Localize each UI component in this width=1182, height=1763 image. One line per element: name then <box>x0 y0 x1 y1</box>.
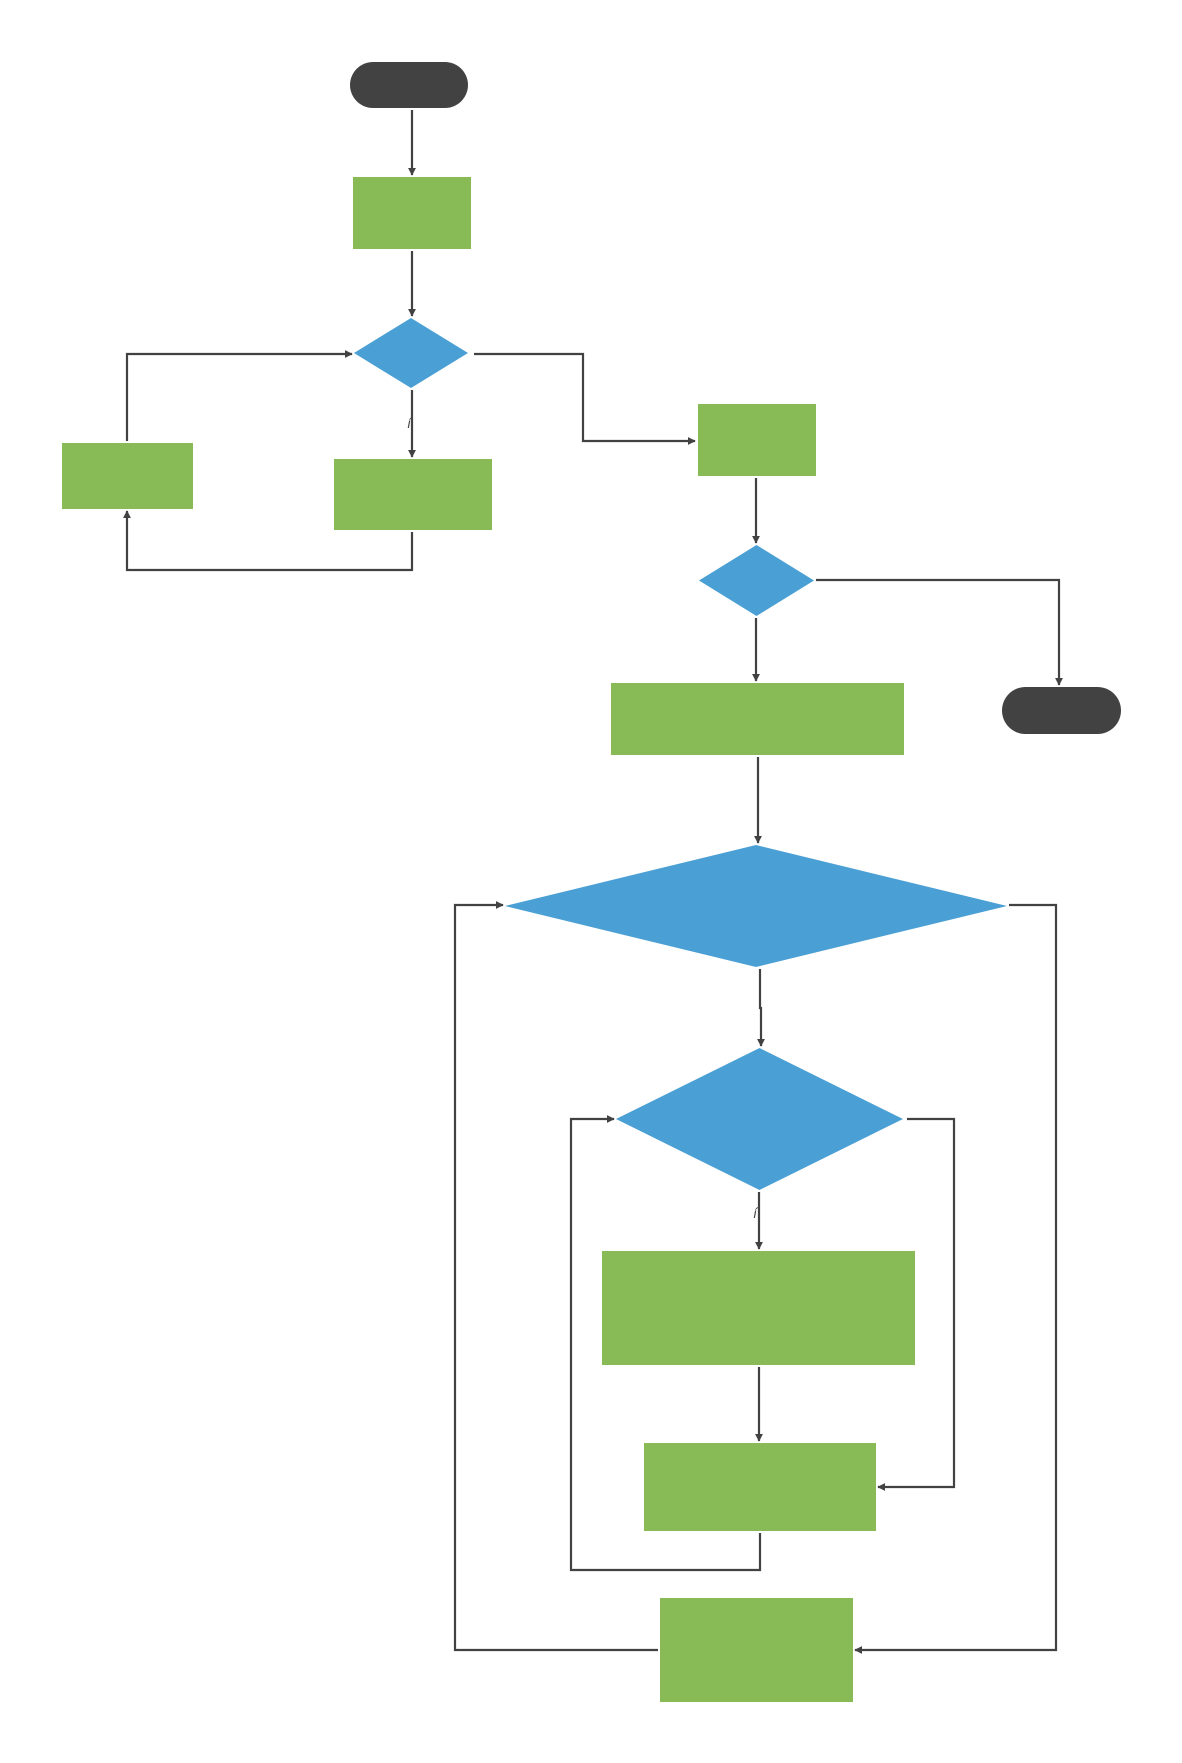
step-6-box[interactable] <box>602 1251 915 1365</box>
end-terminal[interactable] <box>1002 687 1121 734</box>
step-7-box[interactable] <box>644 1443 876 1531</box>
step-2-box[interactable] <box>62 443 193 509</box>
shapes <box>62 62 1121 1702</box>
decision-1-diamond[interactable] <box>354 318 468 388</box>
connector-label-decision-4-to-step-6: í <box>753 1207 759 1222</box>
connector-decision-1-to-step-4 <box>474 352 696 445</box>
connector-step-7-to-decision-4 <box>569 1115 762 1572</box>
decision-2-diamond[interactable] <box>699 545 814 616</box>
connector-label-decision-1-to-step-3: í <box>407 417 413 432</box>
step-1-box[interactable] <box>353 177 471 249</box>
step-5-box[interactable] <box>611 683 904 755</box>
connector-decision-3-to-decision-4 <box>757 969 765 1047</box>
start-terminal[interactable] <box>350 62 468 108</box>
step-8-box[interactable] <box>660 1598 853 1702</box>
connector-step-8-to-decision-3 <box>453 901 658 1652</box>
connectors <box>123 110 1063 1654</box>
decision-3-diamond[interactable] <box>505 845 1007 967</box>
connector-decision-4-to-step-7 <box>877 1117 956 1491</box>
step-4-box[interactable] <box>698 404 816 476</box>
connector-step-3-to-step-2 <box>123 510 414 572</box>
step-3-box[interactable] <box>334 459 492 530</box>
labels: íí <box>407 417 759 1222</box>
connector-step-2-to-decision-1 <box>125 350 353 441</box>
connector-decision-2-to-end <box>816 578 1063 686</box>
connector-decision-3-to-step-8 <box>854 903 1058 1654</box>
decision-4-diamond[interactable] <box>616 1048 903 1190</box>
